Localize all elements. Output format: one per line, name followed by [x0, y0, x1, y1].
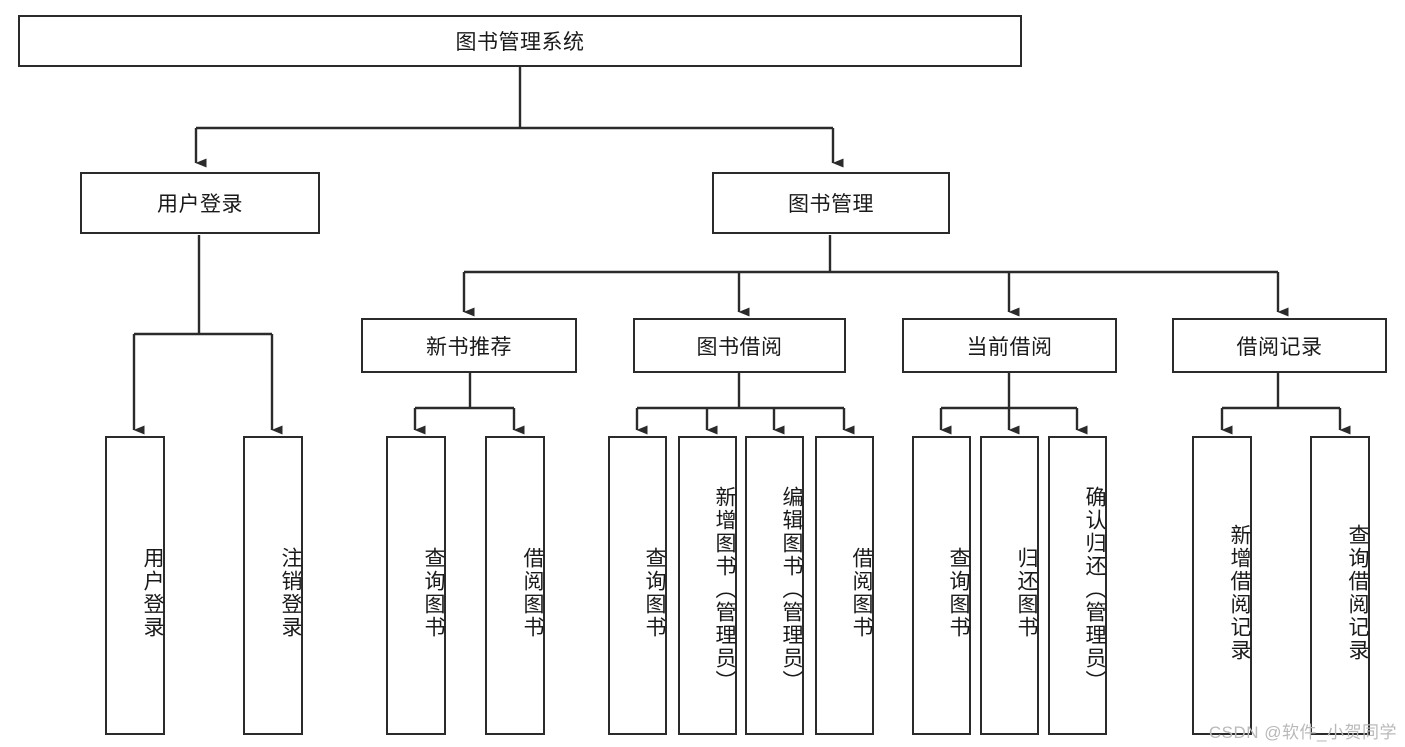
leaf-book-borrow-query-book[interactable]: 查询图书: [608, 436, 667, 735]
leaf-current-borrow-confirm-return-admin[interactable]: 确认归还（管理员）: [1048, 436, 1107, 735]
node-book-management[interactable]: 图书管理: [712, 172, 950, 234]
leaf-user-login-do-login[interactable]: 用户登录: [105, 436, 165, 735]
node-current-borrow[interactable]: 当前借阅: [902, 318, 1117, 373]
leaf-borrow-record-add-record[interactable]: 新增借阅记录: [1192, 436, 1252, 735]
node-new-book-recommend[interactable]: 新书推荐: [361, 318, 577, 373]
watermark-text: CSDN @软件_小贺同学: [1208, 723, 1397, 742]
node-borrow-record[interactable]: 借阅记录: [1172, 318, 1387, 373]
node-root-system[interactable]: 图书管理系统: [18, 15, 1022, 67]
leaf-new-book-query-book[interactable]: 查询图书: [386, 436, 446, 735]
node-book-borrow[interactable]: 图书借阅: [633, 318, 846, 373]
leaf-book-borrow-add-book-admin[interactable]: 新增图书（管理员）: [678, 436, 737, 735]
leaf-current-borrow-query-book[interactable]: 查询图书: [912, 436, 971, 735]
leaf-borrow-record-query-record[interactable]: 查询借阅记录: [1310, 436, 1370, 735]
leaf-current-borrow-return-book[interactable]: 归还图书: [980, 436, 1039, 735]
leaf-user-login-logout[interactable]: 注销登录: [243, 436, 303, 735]
leaf-new-book-borrow-book[interactable]: 借阅图书: [485, 436, 545, 735]
leaf-book-borrow-edit-book-admin[interactable]: 编辑图书（管理员）: [745, 436, 804, 735]
leaf-book-borrow-borrow-book[interactable]: 借阅图书: [815, 436, 874, 735]
node-user-login[interactable]: 用户登录: [80, 172, 320, 234]
